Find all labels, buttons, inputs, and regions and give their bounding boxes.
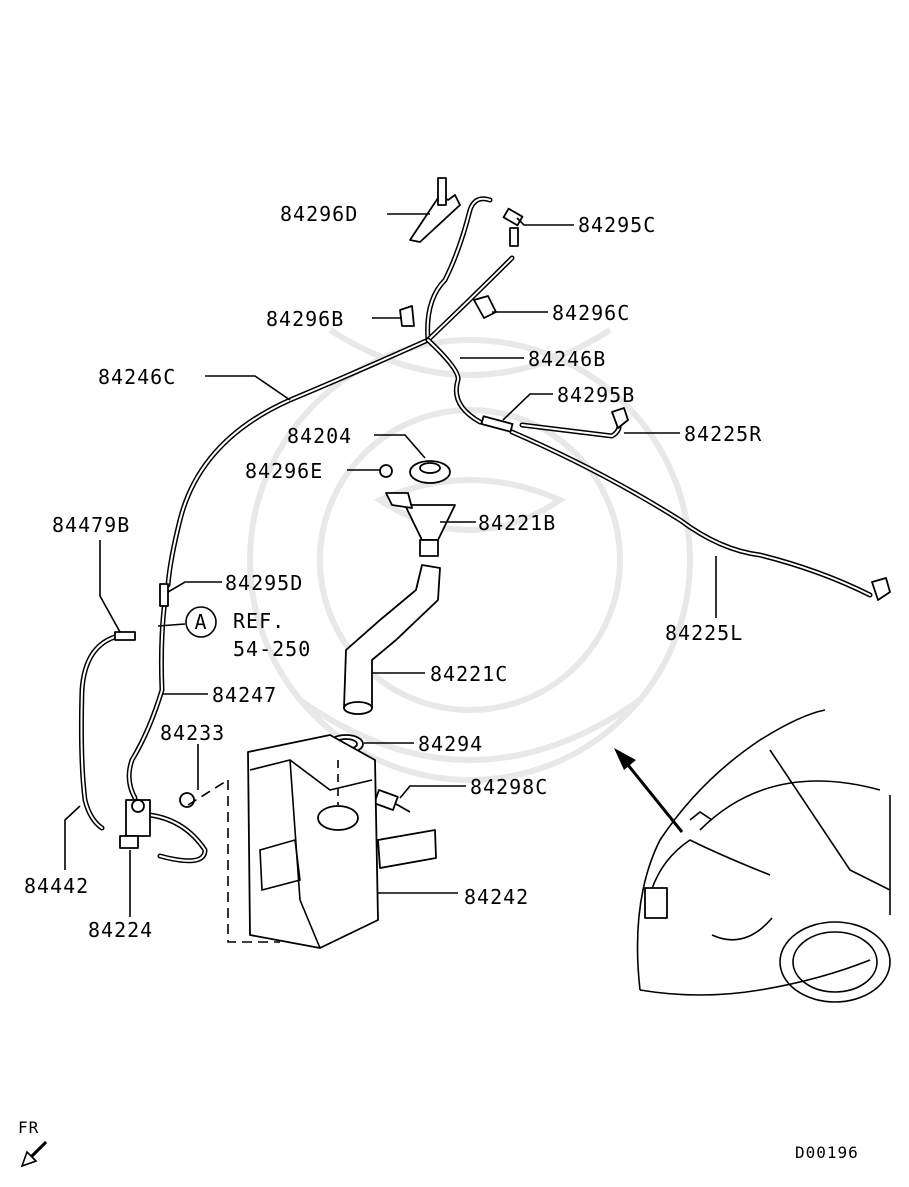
joint-84295C <box>502 207 524 227</box>
diagram-code: D00196 <box>795 1143 859 1162</box>
grommet-84296E <box>379 464 393 478</box>
callout-84296C: 84296C <box>552 301 630 325</box>
callout-84204: 84204 <box>287 424 352 448</box>
filler-neck-84221B <box>385 492 456 557</box>
joint-84295D <box>159 583 169 607</box>
callout-84221C: 84221C <box>430 662 508 686</box>
hose-network <box>78 196 873 864</box>
sensor-84298C <box>373 789 411 813</box>
callout-84442: 84442 <box>24 874 89 898</box>
callout-84296E: 84296E <box>245 459 323 483</box>
callout-84246B: 84246B <box>528 347 606 371</box>
grommet-84233 <box>179 792 195 808</box>
reference-dash-line <box>227 780 280 943</box>
callout-84294: 84294 <box>418 732 483 756</box>
callout-84247: 84247 <box>212 683 277 707</box>
clip-84296B <box>399 305 415 327</box>
joint-84479B <box>114 631 136 641</box>
callout-84295B: 84295B <box>557 383 635 407</box>
callout-84295D: 84295D <box>225 571 303 595</box>
callout-labels: 84296D 84295C 84296B 84296C 84246C 84246… <box>24 202 762 942</box>
nozzle-84225L <box>871 577 891 601</box>
callout-84296D: 84296D <box>280 202 358 226</box>
nozzle-84225R <box>611 407 629 429</box>
callout-84246C: 84246C <box>98 365 176 389</box>
joint-84295B <box>480 415 514 433</box>
filler-hose-84221C <box>343 564 441 715</box>
front-indicator-label: FR <box>18 1118 39 1137</box>
reservoir-84242 <box>247 734 437 949</box>
cap-84204 <box>409 460 451 484</box>
front-arrow-icon <box>20 1140 48 1168</box>
callout-84479B: 84479B <box>52 513 130 537</box>
callout-84242: 84242 <box>464 885 529 909</box>
clamp-84296D <box>409 177 461 243</box>
callout-84233: 84233 <box>160 721 225 745</box>
reference-line1: REF. <box>233 609 285 633</box>
reference-marker: A REF. 54-250 <box>185 606 311 661</box>
clip-84296C <box>473 295 497 319</box>
vehicle-location-inset <box>614 709 891 1003</box>
reference-marker-letter: A <box>194 610 207 634</box>
reference-line2: 54-250 <box>233 637 311 661</box>
front-indicator: FR <box>18 1118 48 1168</box>
callout-84225L: 84225L <box>665 621 743 645</box>
callout-84296B: 84296B <box>266 307 344 331</box>
callout-84224: 84224 <box>88 918 153 942</box>
callout-84221B: 84221B <box>478 511 556 535</box>
leader-lines <box>64 213 717 917</box>
pump-84224 <box>119 799 151 849</box>
callout-84295C: 84295C <box>578 213 656 237</box>
callout-84298C: 84298C <box>470 775 548 799</box>
callout-84225R: 84225R <box>684 422 762 446</box>
